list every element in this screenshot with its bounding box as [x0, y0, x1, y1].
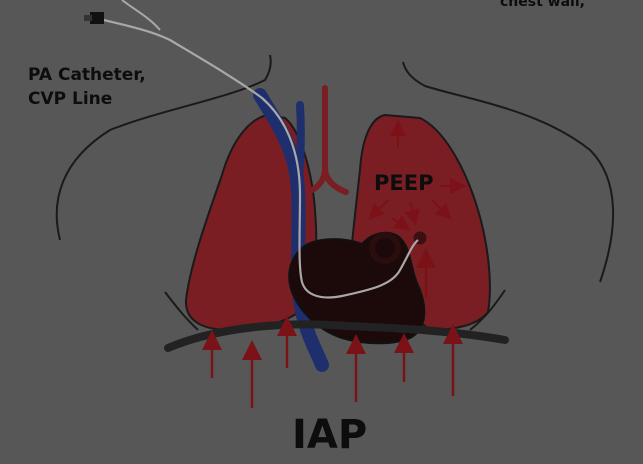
iap-label: IAP — [292, 412, 367, 458]
catheter-line — [94, 16, 419, 299]
rib-outline-right — [469, 289, 506, 331]
catheter-label-line1: PA Catheter, — [28, 65, 146, 85]
catheter-connector — [90, 12, 104, 24]
top-right-fragment: chest wall, — [500, 0, 585, 10]
heart-atrium-ring — [369, 232, 401, 264]
peep-label: PEEP — [374, 171, 433, 195]
vena-cava — [253, 88, 329, 372]
peep-arrow-down-right — [431, 199, 452, 220]
torso-outline-left — [55, 54, 272, 241]
catheter-line-upper — [121, 0, 161, 31]
rib-outline-left — [164, 291, 199, 331]
peep-arrow-down-left — [368, 199, 389, 220]
catheter-connector-tip — [84, 15, 92, 21]
peep-arrow-right-lower — [391, 214, 411, 231]
peep-arrow-down — [404, 201, 420, 226]
torso-outline-right — [402, 61, 615, 283]
aorta — [305, 85, 349, 195]
catheter-label-line2: CVP Line — [28, 89, 112, 109]
